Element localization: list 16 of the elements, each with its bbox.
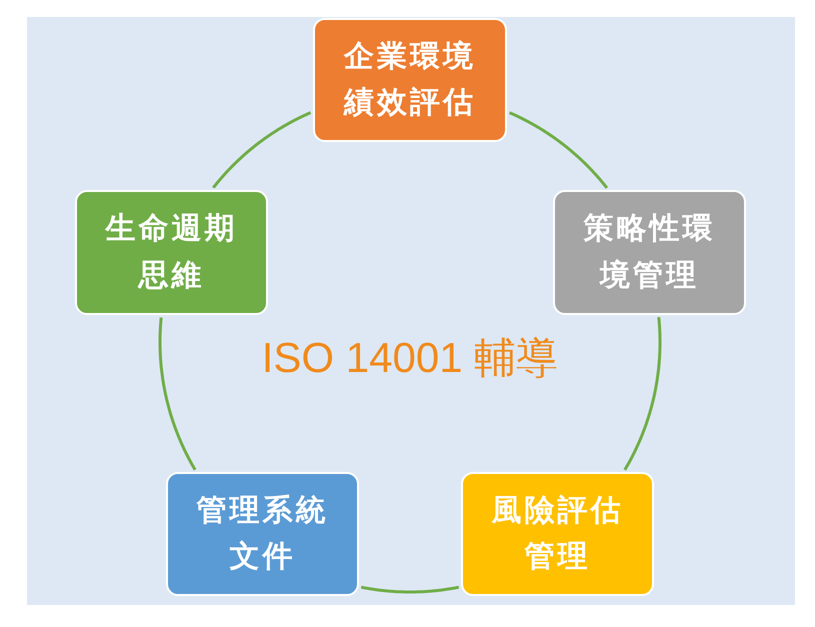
node-text: 管理系統文件 — [195, 492, 330, 576]
connector-arc — [508, 111, 608, 189]
process-box — [553, 190, 746, 315]
node-text: 策略性環境管理 — [582, 210, 716, 294]
node-text: 企業環境績效評估 — [342, 38, 477, 122]
process-box — [75, 190, 268, 315]
connector-arc — [624, 316, 662, 471]
connector-arc — [158, 316, 196, 471]
connector-arc — [360, 586, 460, 594]
process-box — [166, 472, 359, 596]
process-box — [313, 18, 507, 142]
process-box — [461, 472, 654, 596]
connector-arc — [212, 111, 312, 189]
node-text: 生命週期思維 — [104, 210, 238, 294]
node-text: 風險評估管理 — [490, 492, 624, 576]
center-title: ISO 14001 輔導 — [260, 333, 560, 383]
